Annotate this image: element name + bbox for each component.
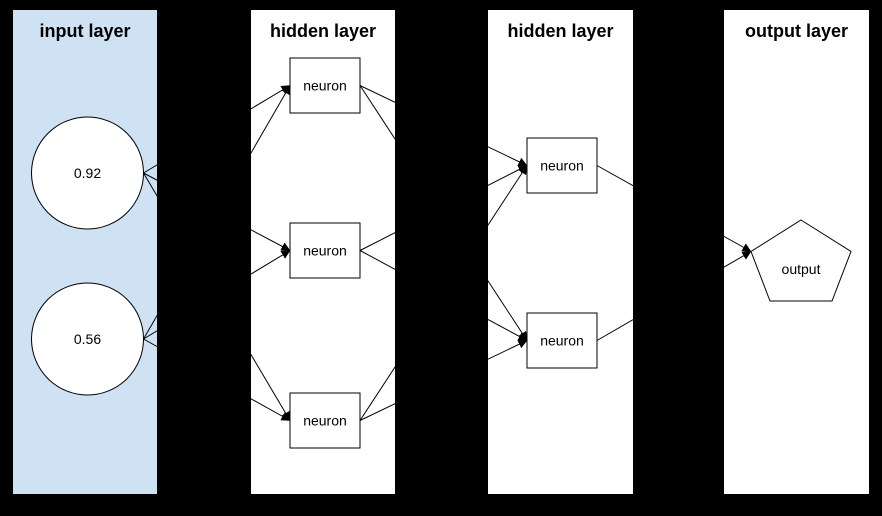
- hidden2-neuron-1: [526, 137, 598, 194]
- connection-line-h2-n2-to-output: [596, 251, 752, 341]
- input-node-2: [31, 282, 144, 396]
- panel-hidden-layer-2: [488, 10, 633, 494]
- hidden2-neuron-1-label: neuron: [540, 158, 584, 174]
- connection-line-h1-n3-to-h2-n2: [359, 340, 528, 421]
- hidden2-neuron-2-label: neuron: [540, 333, 584, 349]
- connection-line-h1-n1-to-h2-n1: [359, 85, 528, 166]
- connection-line-h1-n1-to-h2-n2: [359, 85, 528, 341]
- hidden1-neuron-3: [289, 392, 361, 449]
- input-node-2-label: 0.56: [74, 331, 101, 347]
- connection-edges: [143, 85, 752, 421]
- connection-line-input-1-to-h1-n1: [143, 85, 291, 174]
- connection-line-h1-n2-to-h2-n2: [359, 250, 528, 341]
- input-layer-title: input layer: [39, 21, 130, 41]
- input-node-1-label: 0.92: [74, 165, 101, 181]
- panel-input-layer: [13, 10, 157, 494]
- output-layer-title: output layer: [745, 21, 848, 41]
- connection-line-input-2-to-h1-n1: [143, 85, 291, 340]
- connection-line-h1-n2-to-h2-n1: [359, 165, 528, 251]
- hidden1-neuron-1-label: neuron: [303, 78, 347, 94]
- output-node-pentagon: [750, 219, 852, 302]
- input-node-1: [31, 116, 144, 230]
- hidden-layer-1-title: hidden layer: [270, 21, 376, 41]
- hidden2-neuron-2: [526, 312, 598, 369]
- hidden1-neuron-2-label: neuron: [303, 243, 347, 259]
- hidden-layer-2-title: hidden layer: [507, 21, 613, 41]
- hidden1-neuron-3-label: neuron: [303, 413, 347, 429]
- connection-line-h2-n1-to-output: [596, 165, 752, 252]
- connection-line-input-1-to-h1-n3: [143, 172, 291, 421]
- connection-line-input-2-to-h1-n2: [143, 250, 291, 340]
- connection-line-input-2-to-h1-n3: [143, 338, 291, 421]
- output-node-label: output: [782, 261, 821, 277]
- connection-line-h1-n3-to-h2-n1: [359, 165, 528, 421]
- hidden1-neuron-2: [289, 222, 361, 279]
- hidden1-neuron-1: [289, 57, 361, 114]
